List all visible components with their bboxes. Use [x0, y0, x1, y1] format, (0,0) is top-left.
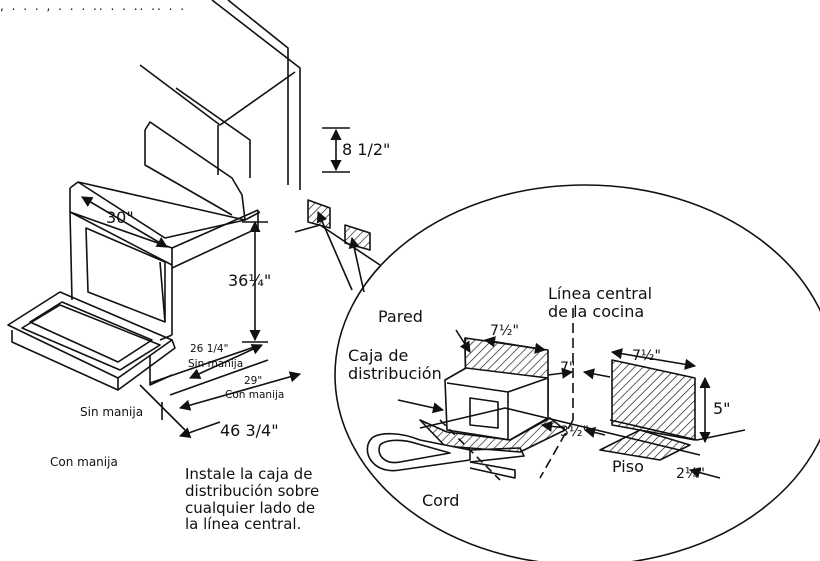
label-con-manija: Con manija	[50, 455, 118, 469]
pointer-arrows	[316, 210, 365, 293]
dim-width-30	[81, 196, 168, 248]
label-caja: Caja de distribución	[348, 346, 442, 384]
detail-contents	[366, 308, 746, 481]
dim-label-depth-46: 46 3/4"	[220, 421, 279, 440]
header-text: , . . . , . . . .. . . .. .. . .	[0, 0, 187, 13]
label-pared: Pared	[378, 307, 423, 326]
dim-label-outlet-width: 7½"	[632, 348, 661, 364]
label-piso: Piso	[612, 457, 644, 476]
label-sin-manija-small: Sin manija	[188, 358, 244, 370]
install-note: Instale la caja de distribución sobre cu…	[185, 465, 320, 534]
dim-label-center-offset: 7"	[560, 360, 576, 376]
dim-label-height-36: 36¼"	[228, 271, 272, 290]
dim-label-height-8-5: 8 1/2"	[342, 140, 391, 159]
dim-label-box-width: 7½"	[490, 323, 519, 339]
dim-label-depth-26: 26 1/4"	[190, 343, 229, 355]
dim-label-outlet-height: 5"	[713, 399, 731, 418]
dim-label-width-30: 30"	[106, 208, 134, 227]
label-cord: Cord	[422, 491, 460, 510]
label-con-manija-small: Con manija	[225, 389, 285, 401]
label-linea-central: Línea central de la cocina	[548, 284, 653, 322]
dim-label-floor-offset: 2¼"	[676, 466, 705, 482]
back-cabinet	[139, 0, 301, 190]
dim-height-36	[242, 220, 268, 343]
oven-door	[7, 291, 176, 391]
dim-depth-lines	[139, 344, 302, 438]
detail-circle	[334, 184, 820, 561]
label-sin-manija: Sin manija	[80, 405, 144, 419]
dim-label-box-gap: 3½"	[560, 424, 589, 440]
dim-height-8-5	[322, 127, 350, 173]
dim-label-depth-29: 29"	[244, 375, 263, 387]
